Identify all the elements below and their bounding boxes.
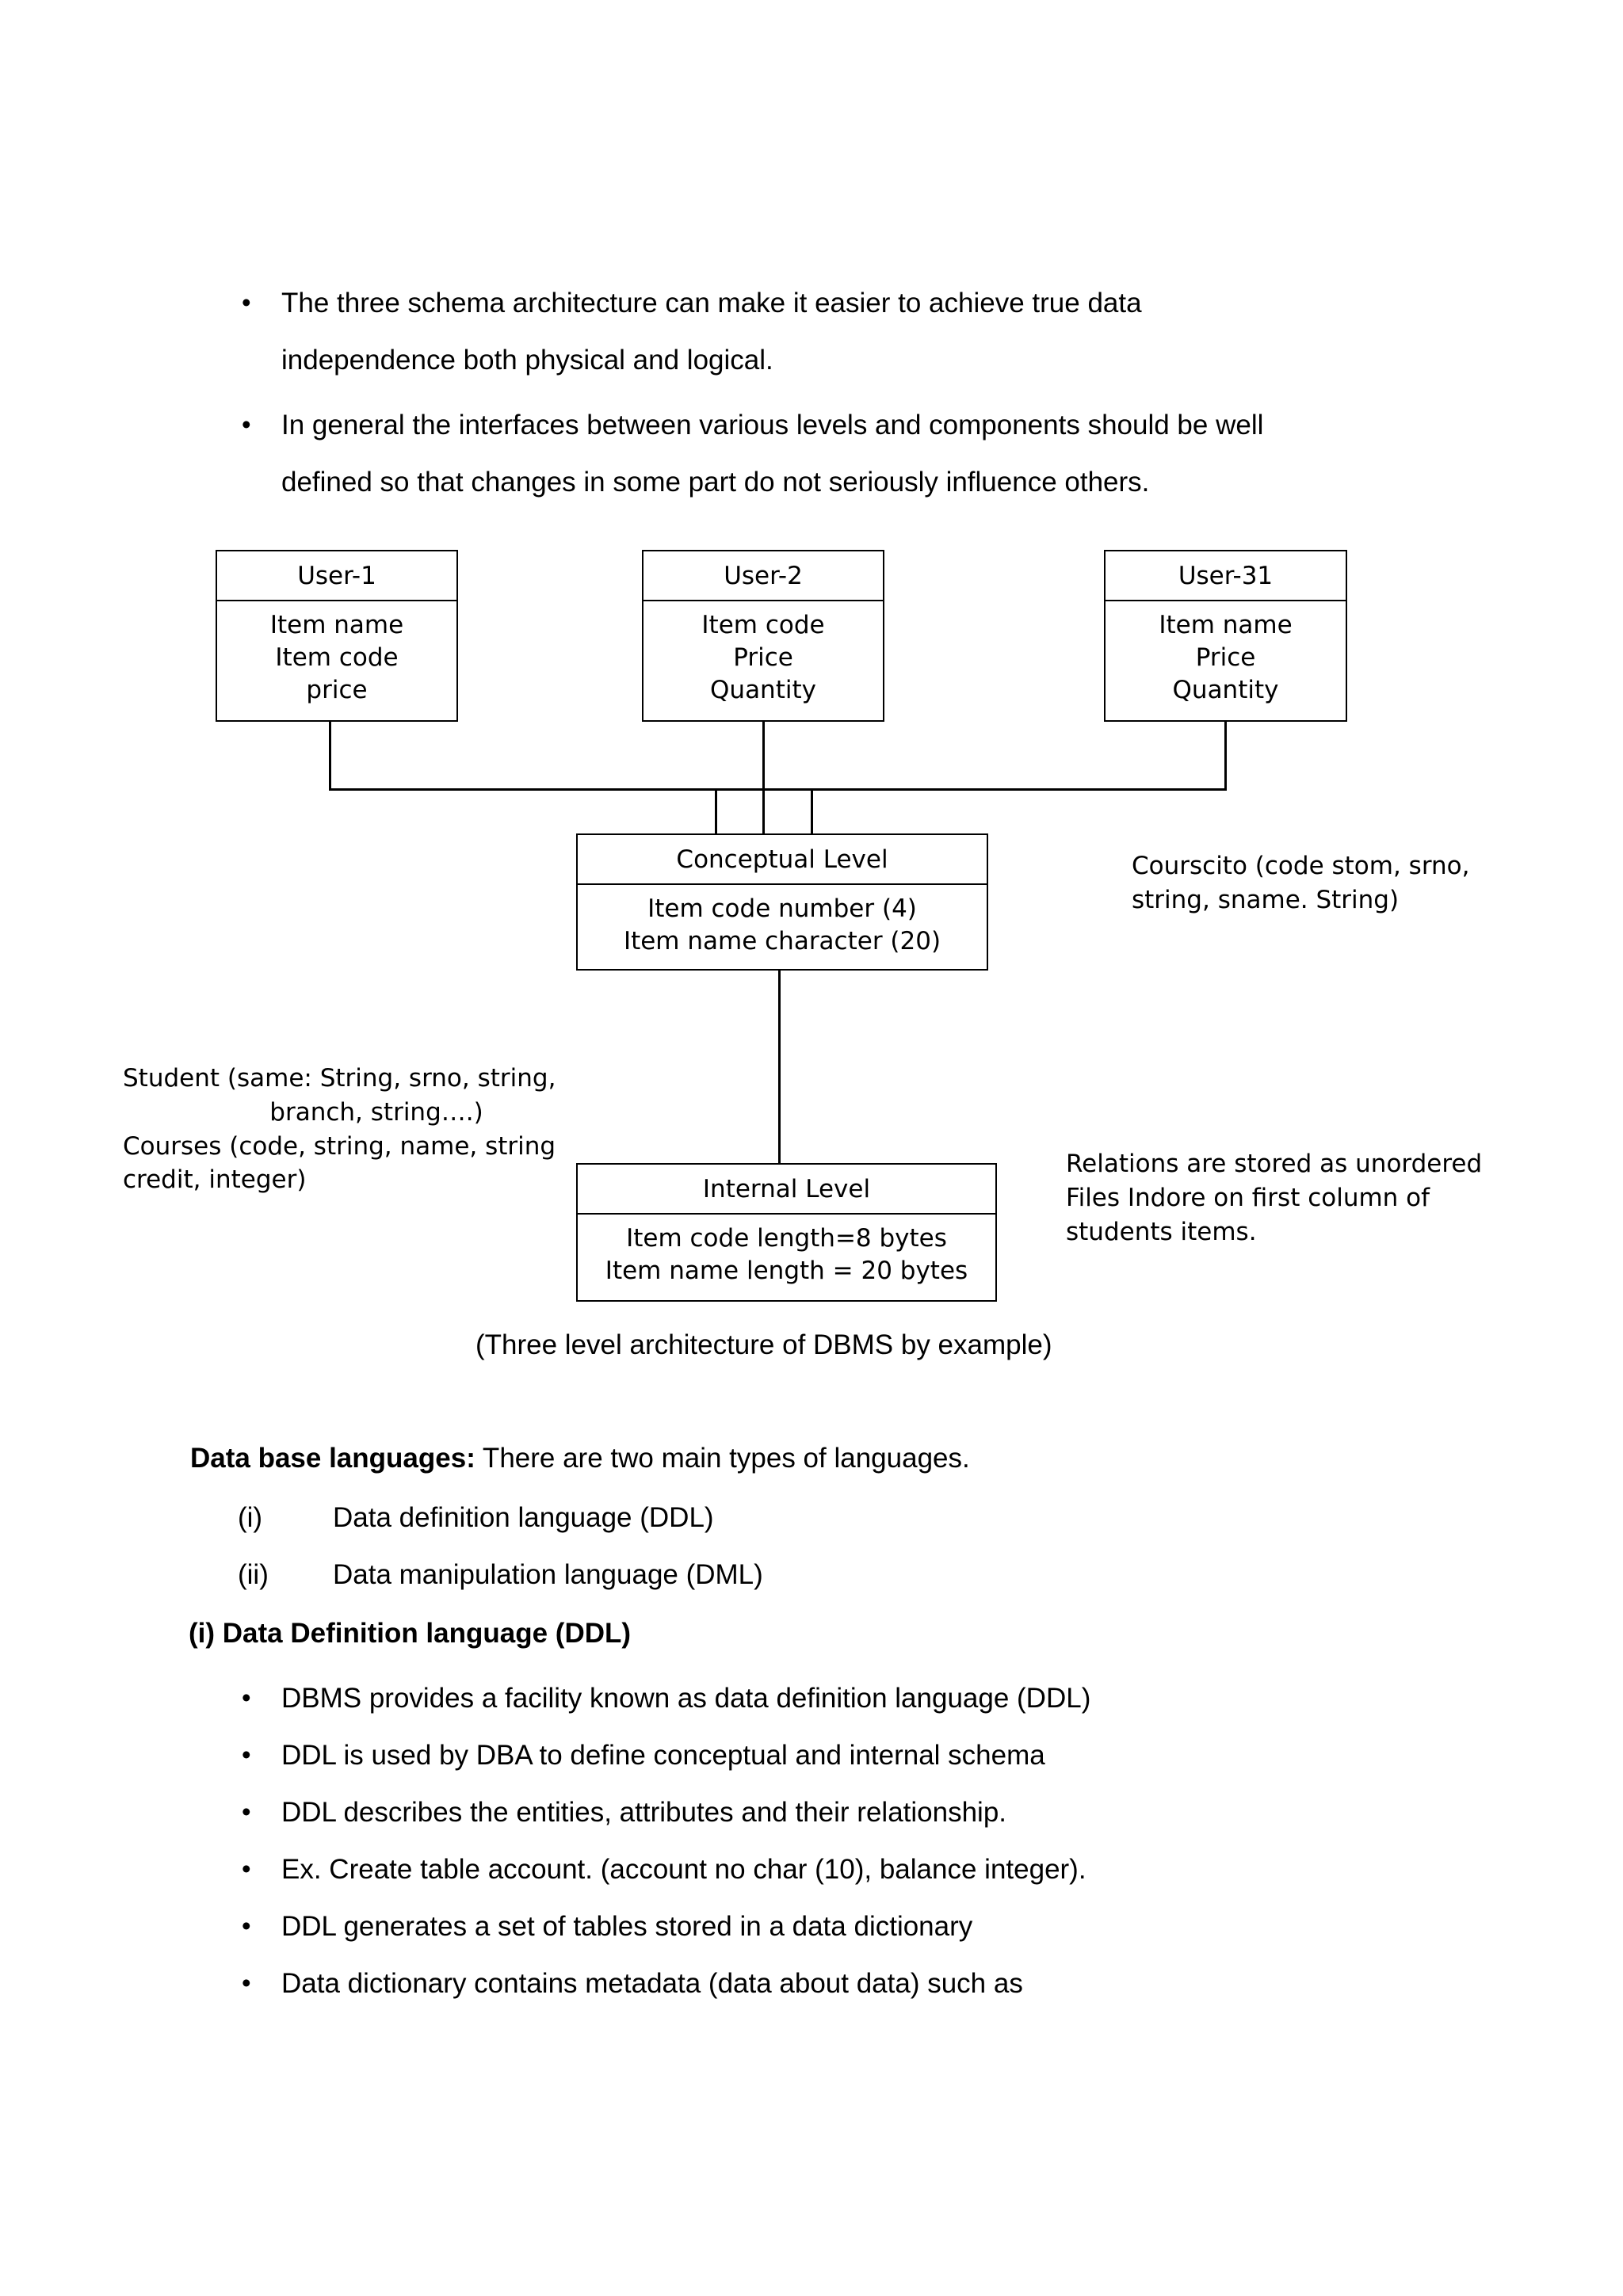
list-item-line: independence both physical and logical. xyxy=(281,345,773,376)
bullet-icon: • xyxy=(242,1854,251,1883)
annotation-line: string, sname. String) xyxy=(1132,885,1400,914)
connector-bus-to-conceptual-right xyxy=(811,788,813,834)
list-item-line: defined so that changes in some part do … xyxy=(281,467,1150,498)
annotation-line: credit, integer) xyxy=(123,1165,307,1195)
annotation-line: Relations are stored as unordered xyxy=(1066,1150,1483,1178)
list-item-label: DBMS provides a facility known as data d… xyxy=(281,1683,1091,1714)
connector-user-31-drop xyxy=(1224,722,1227,790)
bullet-icon: • xyxy=(242,288,251,317)
list-item-label: DDL generates a set of tables stored in … xyxy=(281,1911,973,1942)
node-attributes: Item code number (4) Item name character… xyxy=(578,885,987,967)
numbered-item-label: Data definition language (DDL) xyxy=(333,1502,714,1533)
node-attribute: Item code number (4) xyxy=(647,894,917,923)
node-title: User-2 xyxy=(643,551,883,601)
node-attribute: Item name xyxy=(269,611,404,639)
node-user-2: User-2 Item code Price Quantity xyxy=(642,550,884,722)
node-title: User-1 xyxy=(217,551,456,601)
annotation-line: branch, string….) xyxy=(269,1097,483,1127)
node-attribute: Price xyxy=(1195,643,1256,672)
node-attribute: Quantity xyxy=(1172,675,1279,704)
annotation-line: Courscito (code stom, srno, xyxy=(1132,852,1470,880)
node-conceptual-level: Conceptual Level Item code number (4) It… xyxy=(576,833,988,971)
node-internal-level: Internal Level Item code length=8 bytes … xyxy=(576,1163,997,1302)
node-attributes: Item name Item code price xyxy=(217,601,456,716)
bullet-icon: • xyxy=(242,1968,251,1997)
connector-bus-to-conceptual-left xyxy=(715,788,717,834)
node-attribute: Price xyxy=(733,643,793,672)
annotation-line: Courses (code, string, name, string xyxy=(123,1131,556,1161)
annotation-line: Student (same: String, srno, string, xyxy=(123,1064,556,1093)
list-item-label: DDL is used by DBA to define conceptual … xyxy=(281,1740,1045,1771)
node-attribute: Item name length = 20 bytes xyxy=(605,1256,968,1285)
three-level-architecture-diagram: User-1 Item name Item code price User-2 … xyxy=(123,550,1482,1360)
node-attributes: Item code Price Quantity xyxy=(643,601,883,716)
list-item-label: Data dictionary contains metadata (data … xyxy=(281,1968,1023,1999)
bullet-icon: • xyxy=(242,1797,251,1826)
annotation-conceptual-right: Courscito (code stom, srno, string, snam… xyxy=(1132,849,1470,917)
ddl-heading: (i) Data Definition language (DDL) xyxy=(189,1618,632,1649)
node-attribute: Item name character (20) xyxy=(623,926,941,955)
node-title: Internal Level xyxy=(578,1165,995,1215)
list-item-label: DDL describes the entities, attributes a… xyxy=(281,1797,1007,1828)
node-attributes: Item code length=8 bytes Item name lengt… xyxy=(578,1215,995,1297)
node-attribute: Quantity xyxy=(710,675,816,704)
node-attribute: price xyxy=(306,675,368,704)
section-heading-rest: There are two main types of languages. xyxy=(475,1443,970,1474)
numbered-item-marker: (i) xyxy=(238,1502,263,1533)
node-attributes: Item name Price Quantity xyxy=(1106,601,1346,716)
list-item-line: The three schema architecture can make i… xyxy=(281,288,1142,318)
annotation-line: students items. xyxy=(1066,1217,1257,1246)
bullet-icon: • xyxy=(242,1683,251,1712)
annotation-left-schema: Student (same: String, srno, string, bra… xyxy=(123,1062,630,1197)
connector-user-1-drop xyxy=(329,722,331,790)
numbered-item-marker: (ii) xyxy=(238,1559,269,1590)
bullet-icon: • xyxy=(242,1911,251,1940)
node-title: Conceptual Level xyxy=(578,835,987,885)
annotation-line: Files Indore on first column of xyxy=(1066,1183,1430,1212)
list-item-label: Ex. Create table account. (account no ch… xyxy=(281,1854,1086,1885)
node-user-31: User-31 Item name Price Quantity xyxy=(1104,550,1347,722)
node-attribute: Item name xyxy=(1159,611,1293,639)
node-user-1: User-1 Item name Item code price xyxy=(216,550,458,722)
bullet-icon: • xyxy=(242,1740,251,1769)
node-attribute: Item code xyxy=(275,643,399,672)
section-heading-bold: Data base languages: xyxy=(190,1443,475,1474)
connector-user-2-drop xyxy=(762,722,765,833)
connector-conceptual-to-internal xyxy=(778,971,781,1165)
node-attribute: Item code xyxy=(701,611,825,639)
annotation-internal-right: Relations are stored as unordered Files … xyxy=(1066,1147,1482,1249)
numbered-item-label: Data manipulation language (DML) xyxy=(333,1559,763,1590)
node-attribute: Item code length=8 bytes xyxy=(626,1224,947,1253)
bullet-icon: • xyxy=(242,410,251,439)
list-item-line: In general the interfaces between variou… xyxy=(281,410,1264,441)
section-heading: Data base languages: There are two main … xyxy=(190,1444,970,1472)
node-title: User-31 xyxy=(1106,551,1346,601)
diagram-caption: (Three level architecture of DBMS by exa… xyxy=(475,1329,1052,1360)
connector-bus-bar xyxy=(329,788,1227,791)
